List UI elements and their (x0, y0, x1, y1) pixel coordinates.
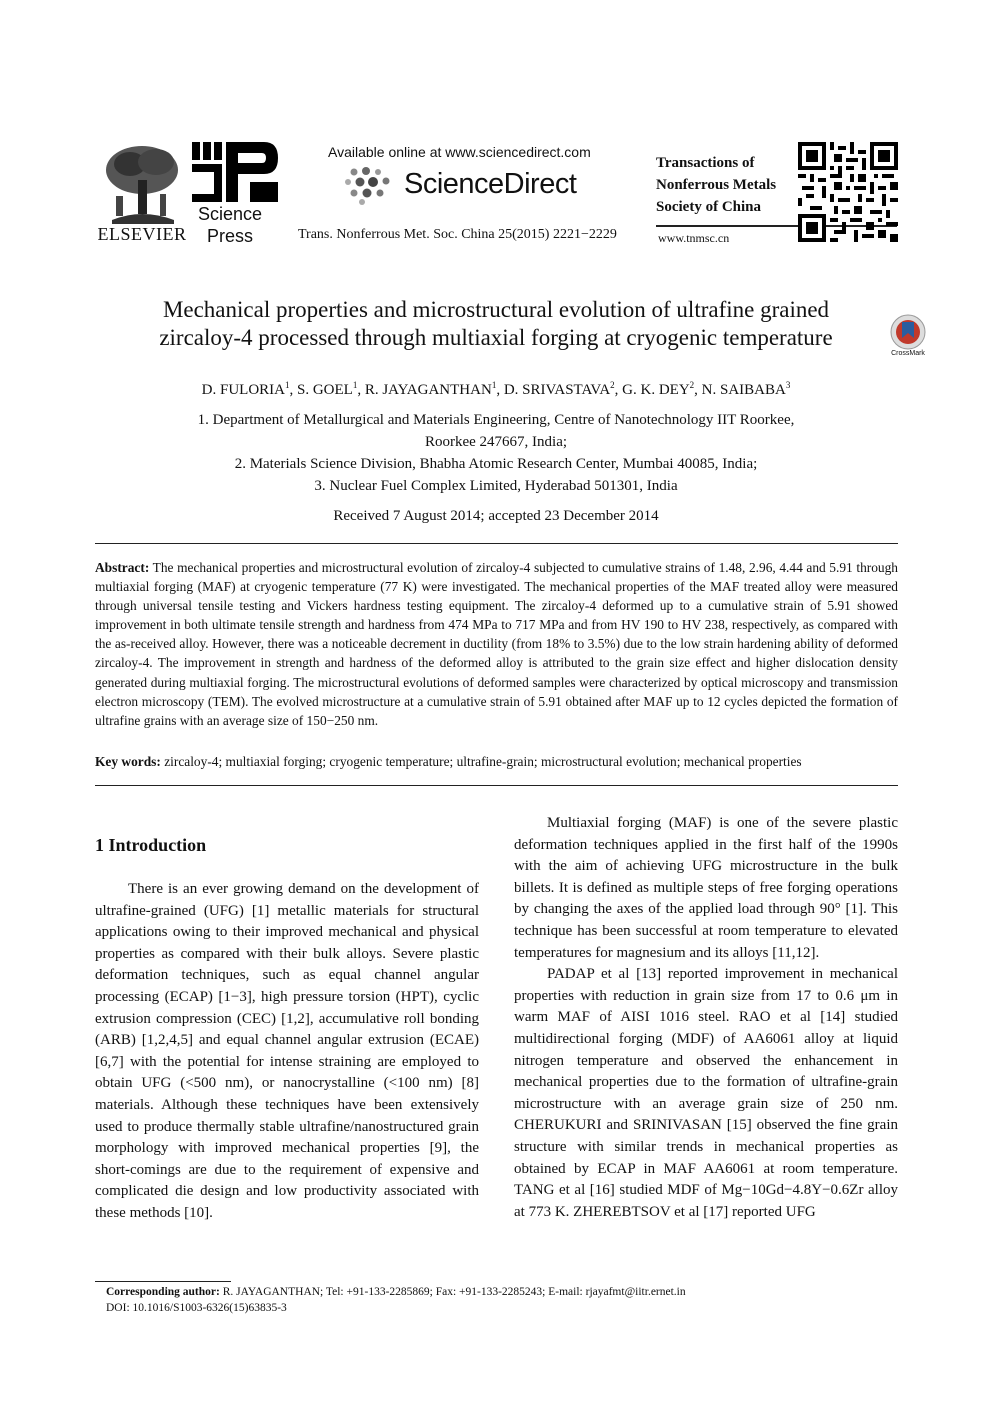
keywords-text: zircaloy-4; multiaxial forging; cryogeni… (164, 754, 802, 769)
author-affiliation-marker: 1 (491, 380, 497, 390)
author-separator: , (614, 382, 623, 398)
paragraph: Multiaxial forging (MAF) is one of the s… (514, 815, 898, 961)
publisher-name: ELSEVIER (97, 224, 187, 244)
title-line-1: Mechanical properties and microstructura… (162, 297, 830, 322)
author-separator: , (496, 382, 504, 398)
author-separator: , (694, 382, 702, 398)
science-press-logo: Science Press (192, 142, 280, 246)
author-name: G. K. DEY (622, 382, 690, 398)
press-line-2: Press (207, 226, 254, 246)
journal-title: Transactions of Nonferrous Metals Societ… (656, 152, 791, 218)
author-name: N. SAIBABA (701, 382, 786, 398)
elsevier-logo: ELSEVIER (94, 142, 190, 244)
paragraph: PADAP et al [13] reported improvement in… (514, 966, 898, 1220)
affiliation-3: 3. Nuclear Fuel Complex Limited, Hyderab… (314, 478, 678, 494)
abstract: Abstract: The mechanical properties and … (95, 558, 898, 730)
paragraph: There is an ever growing demand on the d… (95, 881, 479, 1221)
journal-divider (656, 225, 897, 227)
journal-citation: Trans. Nonferrous Met. Soc. China 25(201… (298, 227, 617, 242)
affiliation-1-line-2: Roorkee 247667, India; (424, 434, 568, 450)
journal-title-line: Transactions of (656, 155, 755, 171)
abstract-bottom-rule (95, 785, 898, 786)
section-heading: 1 Introduction (95, 835, 207, 855)
abstract-label: Abstract: (95, 560, 150, 575)
sciencedirect-wordmark: ScienceDirect (404, 168, 577, 200)
journal-url: www.tnmsc.cn (658, 231, 730, 245)
author-name: R. JAYAGANTHAN (364, 382, 492, 398)
author-name: S. GOEL (297, 382, 353, 398)
corresponding-author: Corresponding author: R. JAYAGANTHAN; Te… (106, 1286, 686, 1298)
crossmark-icon[interactable] (888, 314, 928, 360)
keywords: Key words: zircaloy-4; multiaxial forgin… (95, 752, 898, 771)
author-separator: , (289, 382, 297, 398)
author-separator: , (357, 382, 365, 398)
corresponding-details: R. JAYAGANTHAN; Tel: +91-133-2285869; Fa… (219, 1286, 686, 1298)
affiliation-1-line-1: 1. Department of Metallurgical and Mater… (197, 412, 795, 428)
journal-title-line: Nonferrous Metals (656, 177, 777, 193)
keywords-label: Key words: (95, 754, 161, 769)
corresponding-label: Corresponding author: (106, 1286, 220, 1298)
elsevier-tree-icon (102, 142, 182, 224)
right-column: Multiaxial forging (MAF) is one of the s… (514, 813, 898, 1223)
sciencedirect-dots-icon (345, 167, 390, 205)
available-online-text: Available online at www.sciencedirect.co… (328, 144, 591, 160)
journal-title-line: Society of China (656, 199, 761, 215)
abstract-text: The mechanical properties and microstruc… (95, 560, 899, 728)
author-affiliation-marker: 3 (785, 380, 791, 390)
science-press-mark-icon (192, 142, 278, 202)
author-affiliation-marker: 1 (352, 380, 358, 390)
author-affiliation-marker: 2 (689, 380, 695, 390)
author-affiliation-marker: 1 (285, 380, 290, 390)
author-name: D. SRIVASTAVA (503, 382, 611, 398)
crossmark-label: CrossMark (891, 350, 925, 357)
press-line-1: Science (198, 204, 263, 224)
author-name: D. FULORIA (201, 382, 285, 398)
footnote-rule (95, 1281, 231, 1282)
abstract-top-rule (95, 543, 898, 544)
received-dates: Received 7 August 2014; accepted 23 Dece… (333, 508, 659, 524)
author-affiliation-marker: 2 (610, 380, 615, 390)
qr-code-icon (798, 142, 898, 242)
article-title: Mechanical properties and microstructura… (100, 296, 892, 352)
left-column: There is an ever growing demand on the d… (95, 879, 479, 1225)
author-list: D. FULORIA1, S. GOEL1, R. JAYAGANTHAN1, … (0, 380, 992, 399)
affiliation-2: 2. Materials Science Division, Bhabha At… (234, 456, 758, 472)
doi: DOI: 10.1016/S1003-6326(15)63835-3 (106, 1302, 287, 1314)
title-line-2: zircaloy-4 processed through multiaxial … (159, 325, 833, 350)
